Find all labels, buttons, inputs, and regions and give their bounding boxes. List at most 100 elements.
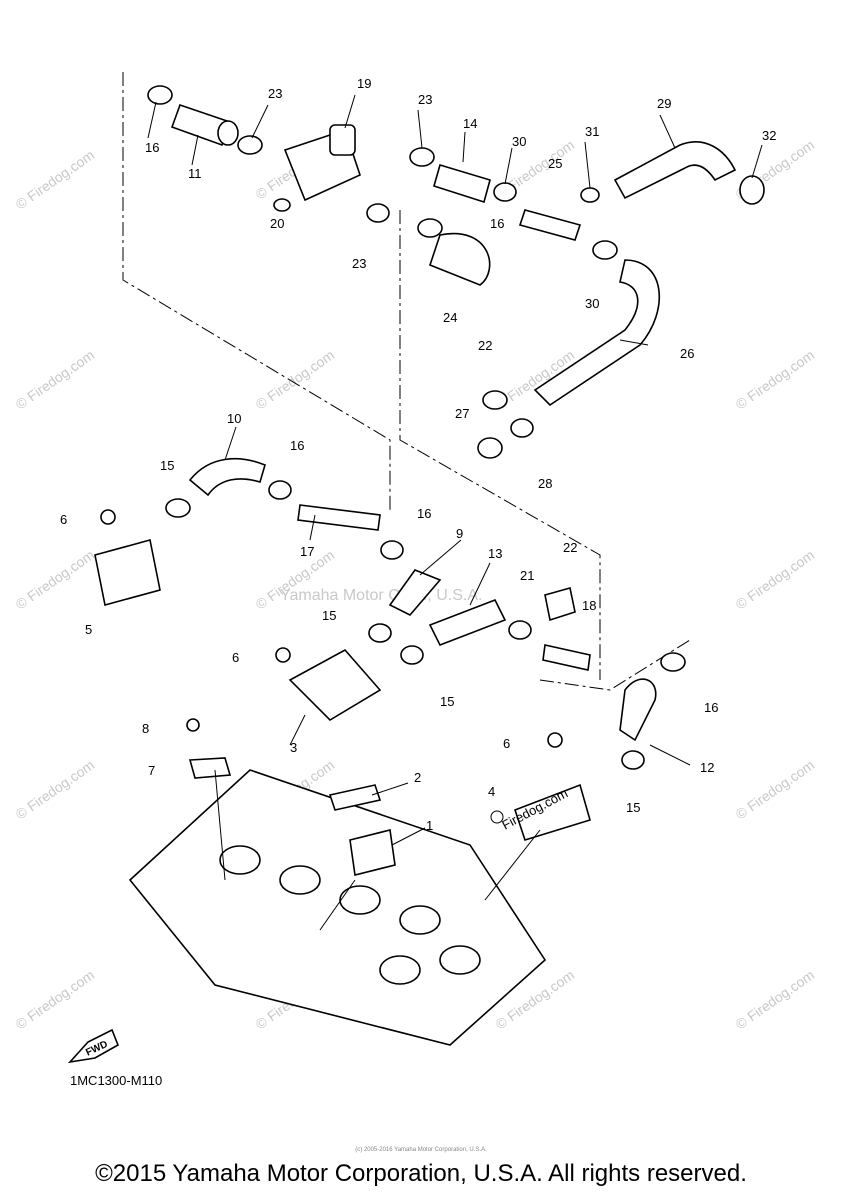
hose-26	[533, 259, 661, 407]
clamp-16b	[417, 218, 443, 238]
callout-31: 31	[585, 124, 599, 139]
callout-24: 24	[443, 310, 457, 325]
hose-24	[429, 232, 491, 286]
clip-31	[580, 187, 600, 203]
clamp-23b	[366, 203, 390, 223]
callout-8: 8	[142, 721, 149, 736]
center-watermark: Yamaha Motor Corp., U.S.A.	[280, 587, 482, 604]
hose-29	[613, 141, 737, 200]
clamp-23	[237, 135, 263, 155]
callout-22: 22	[478, 338, 492, 353]
callout-2: 2	[414, 770, 421, 785]
watermark: © Firedog.com	[733, 547, 818, 613]
callout-3: 3	[290, 740, 297, 755]
callout-26: 26	[680, 346, 694, 361]
callout-32: 32	[762, 128, 776, 143]
clamp-16d	[380, 540, 404, 560]
bracket-22	[544, 586, 576, 622]
callout-13: 13	[488, 546, 502, 561]
callout-11: 11	[188, 166, 202, 181]
watermark: © Firedog.com	[13, 347, 98, 413]
clamp-28	[510, 418, 534, 438]
clamp-21	[508, 620, 532, 640]
hose-14	[433, 164, 491, 204]
watermark: © Firedog.com	[13, 967, 98, 1033]
callout-17: 17	[300, 544, 314, 559]
callout-15: 15	[160, 458, 174, 473]
callout-15: 15	[322, 608, 336, 623]
hose-12	[619, 678, 657, 742]
cylinder-head-cover	[128, 718, 547, 1046]
bolt-6	[100, 509, 116, 525]
callout-25: 25	[548, 156, 562, 171]
bolt-6c	[547, 732, 563, 748]
hose-9	[388, 569, 442, 616]
callout-18: 18	[582, 598, 596, 613]
callout-6: 6	[60, 512, 67, 527]
callout-16: 16	[417, 506, 431, 521]
callout-16: 16	[290, 438, 304, 453]
callout-15: 15	[440, 694, 454, 709]
watermark: © Firedog.com	[13, 757, 98, 823]
diagram-code: 1MC1300-M110	[70, 1073, 163, 1088]
callout-16: 16	[145, 140, 159, 155]
callout-23: 23	[352, 256, 366, 271]
fwd-arrow-icon: FWD	[67, 1028, 120, 1064]
clamp-23c	[409, 147, 435, 167]
clamp-30b	[592, 240, 618, 260]
cap-27	[477, 437, 503, 459]
callout-6: 6	[232, 650, 239, 665]
callout-16: 16	[704, 700, 718, 715]
cover-5	[94, 539, 161, 606]
cap-32	[739, 175, 765, 205]
clamp-15c	[400, 645, 424, 665]
watermark: © Firedog.com	[253, 347, 338, 413]
watermark: © Firedog.com	[733, 967, 818, 1033]
reed-cover-3	[288, 648, 382, 722]
callout-14: 14	[463, 116, 477, 131]
callout-7: 7	[148, 763, 155, 778]
callout-6: 6	[503, 736, 510, 751]
gasket-2	[328, 784, 382, 811]
clamp-16c	[268, 480, 292, 500]
joint-17	[297, 504, 381, 531]
callout-30: 30	[512, 134, 526, 149]
tiny-credit: (c) 2005-2016 Yamaha Motor Corporation, …	[355, 1147, 487, 1153]
callout-28: 28	[538, 476, 552, 491]
clamp-15	[165, 498, 191, 518]
leader-lines	[147, 94, 763, 931]
hose-13	[428, 598, 507, 647]
hose-10	[188, 457, 266, 497]
hose-11	[170, 103, 232, 147]
callout-21: 21	[520, 568, 534, 583]
callout-numbers: 1611231920232314303125293216243026222728…	[60, 76, 776, 833]
callout-27: 27	[455, 406, 469, 421]
bolt-6b	[275, 647, 291, 663]
joint-25	[518, 209, 582, 241]
callout-1: 1	[426, 818, 433, 833]
callout-23: 23	[418, 92, 432, 107]
bolt-8	[186, 718, 200, 732]
callout-20: 20	[270, 216, 284, 231]
head-cover	[128, 769, 547, 1046]
callout-16: 16	[490, 216, 504, 231]
clamp-15d	[621, 750, 645, 770]
reed-cover-4	[513, 783, 591, 841]
oring-20	[273, 198, 291, 212]
callout-9: 9	[456, 526, 463, 541]
watermark: © Firedog.com	[733, 757, 818, 823]
clamp-15b	[368, 623, 392, 643]
middle-hose-assembly	[94, 457, 686, 841]
clamp-30	[493, 182, 517, 202]
callout-4: 4	[488, 784, 495, 799]
callout-12: 12	[700, 760, 714, 775]
reed-valve-1	[349, 829, 396, 876]
callout-10: 10	[227, 411, 241, 426]
callout-15: 15	[626, 800, 640, 815]
callout-30: 30	[585, 296, 599, 311]
watermark: © Firedog.com	[733, 347, 818, 413]
joint-18	[542, 644, 591, 671]
copyright-text: ©2015 Yamaha Motor Corporation, U.S.A. A…	[95, 1160, 747, 1187]
upper-hose-assembly	[147, 85, 765, 459]
